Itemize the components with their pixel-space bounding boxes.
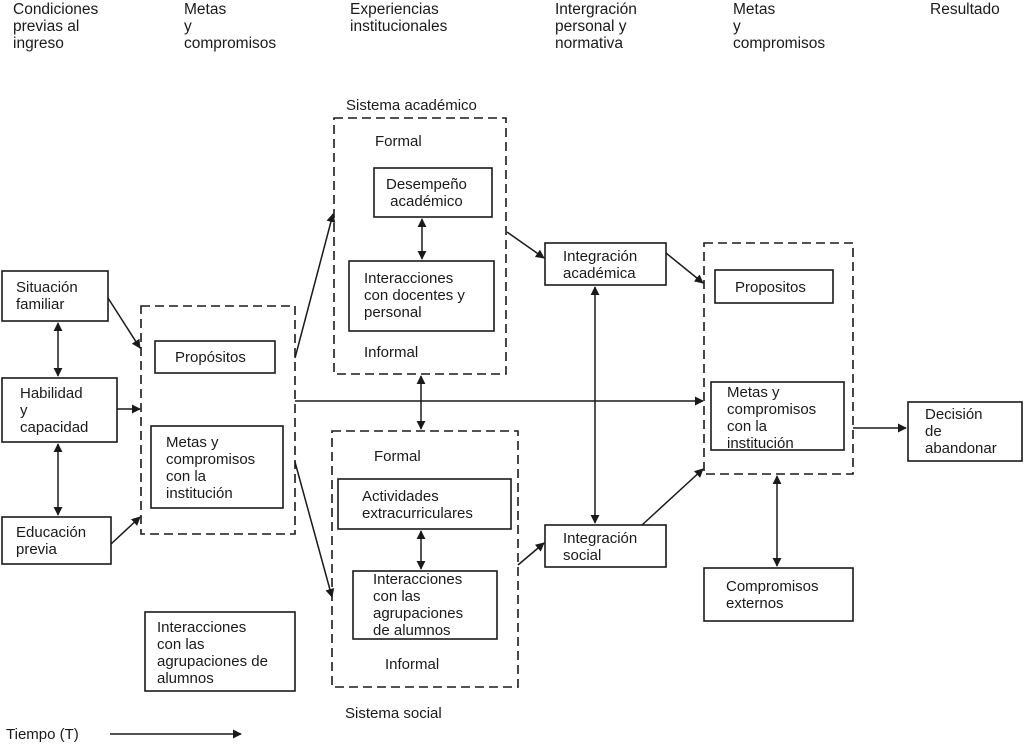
arrow-academico-integracion [506,231,545,259]
group-sistema-social [331,430,519,688]
label-compromisos-externos: Compromisos externos [726,578,819,612]
label-desempeno: Desempeño académico [386,176,467,210]
header-resultado: Resultado [930,1,1000,18]
arrow-metas-academico [294,213,336,359]
box-educacion-previa [1,516,112,565]
header-integracion: Intergración personal y normativa [555,1,637,52]
box-compromisos-externos [703,567,854,622]
label-sistema-academico: Sistema académico [346,97,477,114]
label-interacciones-docentes: Interacciones con docentes y personal [364,270,465,321]
box-integracion-social [544,524,667,568]
box-propositos-inicial [154,340,276,374]
label-interacciones-leyenda: Interacciones con las agrupaciones de al… [157,619,268,687]
box-habilidad [1,377,118,443]
box-interacciones-docentes [348,260,495,332]
label-decision-abandonar: Decisión de abandonar [925,406,997,457]
header-experiencias: Experiencias institucionales [350,1,448,35]
label-sistema-social: Sistema social [345,705,442,722]
box-metas-inicial [150,425,284,509]
label-habilidad: Habilidad y capacidad [20,385,89,436]
box-actividades-extracurriculares [337,478,512,530]
label-situacion-familiar: Situación familiar [16,279,78,313]
arrow-familiar-metas [107,297,141,349]
label-metas-inicial: Metas y compromisos con la institución [166,434,256,502]
label-educacion-previa: Educación previa [16,524,87,558]
label-interacciones-agrupaciones: Interacciones con las agrupaciones de al… [373,571,464,639]
label-actividades: Actividades extracurriculares [362,488,473,522]
box-desempeno-academico [373,167,493,218]
group-metas-iniciales [140,305,296,535]
label-social-formal: Formal [374,448,421,465]
box-situacion-familiar [1,270,109,322]
arrow-integracion-academica-metas [665,252,704,284]
label-metas-final: Metas y compromisos con la institución [727,384,817,452]
box-metas-final [710,381,845,451]
arrow-integracion-social-metas [641,468,704,526]
label-academico-informal: Informal [364,344,419,361]
label-integracion-social: Integración social [563,530,638,564]
label-social-informal: Informal [385,656,440,673]
box-decision-abandonar [907,401,1023,462]
label-propositos-inicial: Propósitos [175,349,246,366]
header-metas-iniciales: Metas y compromisos [184,1,277,52]
box-interacciones-agrupaciones [352,570,498,640]
label-integracion-academica: Integración académica [563,248,638,282]
box-integracion-academica [544,242,667,286]
box-interacciones-leyenda [144,611,296,692]
label-academico-formal: Formal [375,133,422,150]
header-condiciones: Condiciones previas al ingreso [13,1,99,52]
header-metas-finales: Metas y compromisos [733,1,826,52]
box-propositos-final [714,269,834,304]
label-tiempo: Tiempo (T) [6,726,79,743]
label-propositos-final: Propositos [735,279,806,296]
group-metas-finales [703,242,854,475]
group-sistema-academico [333,117,507,375]
arrow-educacion-metas [110,516,141,545]
arrow-social-integracion [517,542,545,566]
arrow-metas-social [294,461,335,598]
